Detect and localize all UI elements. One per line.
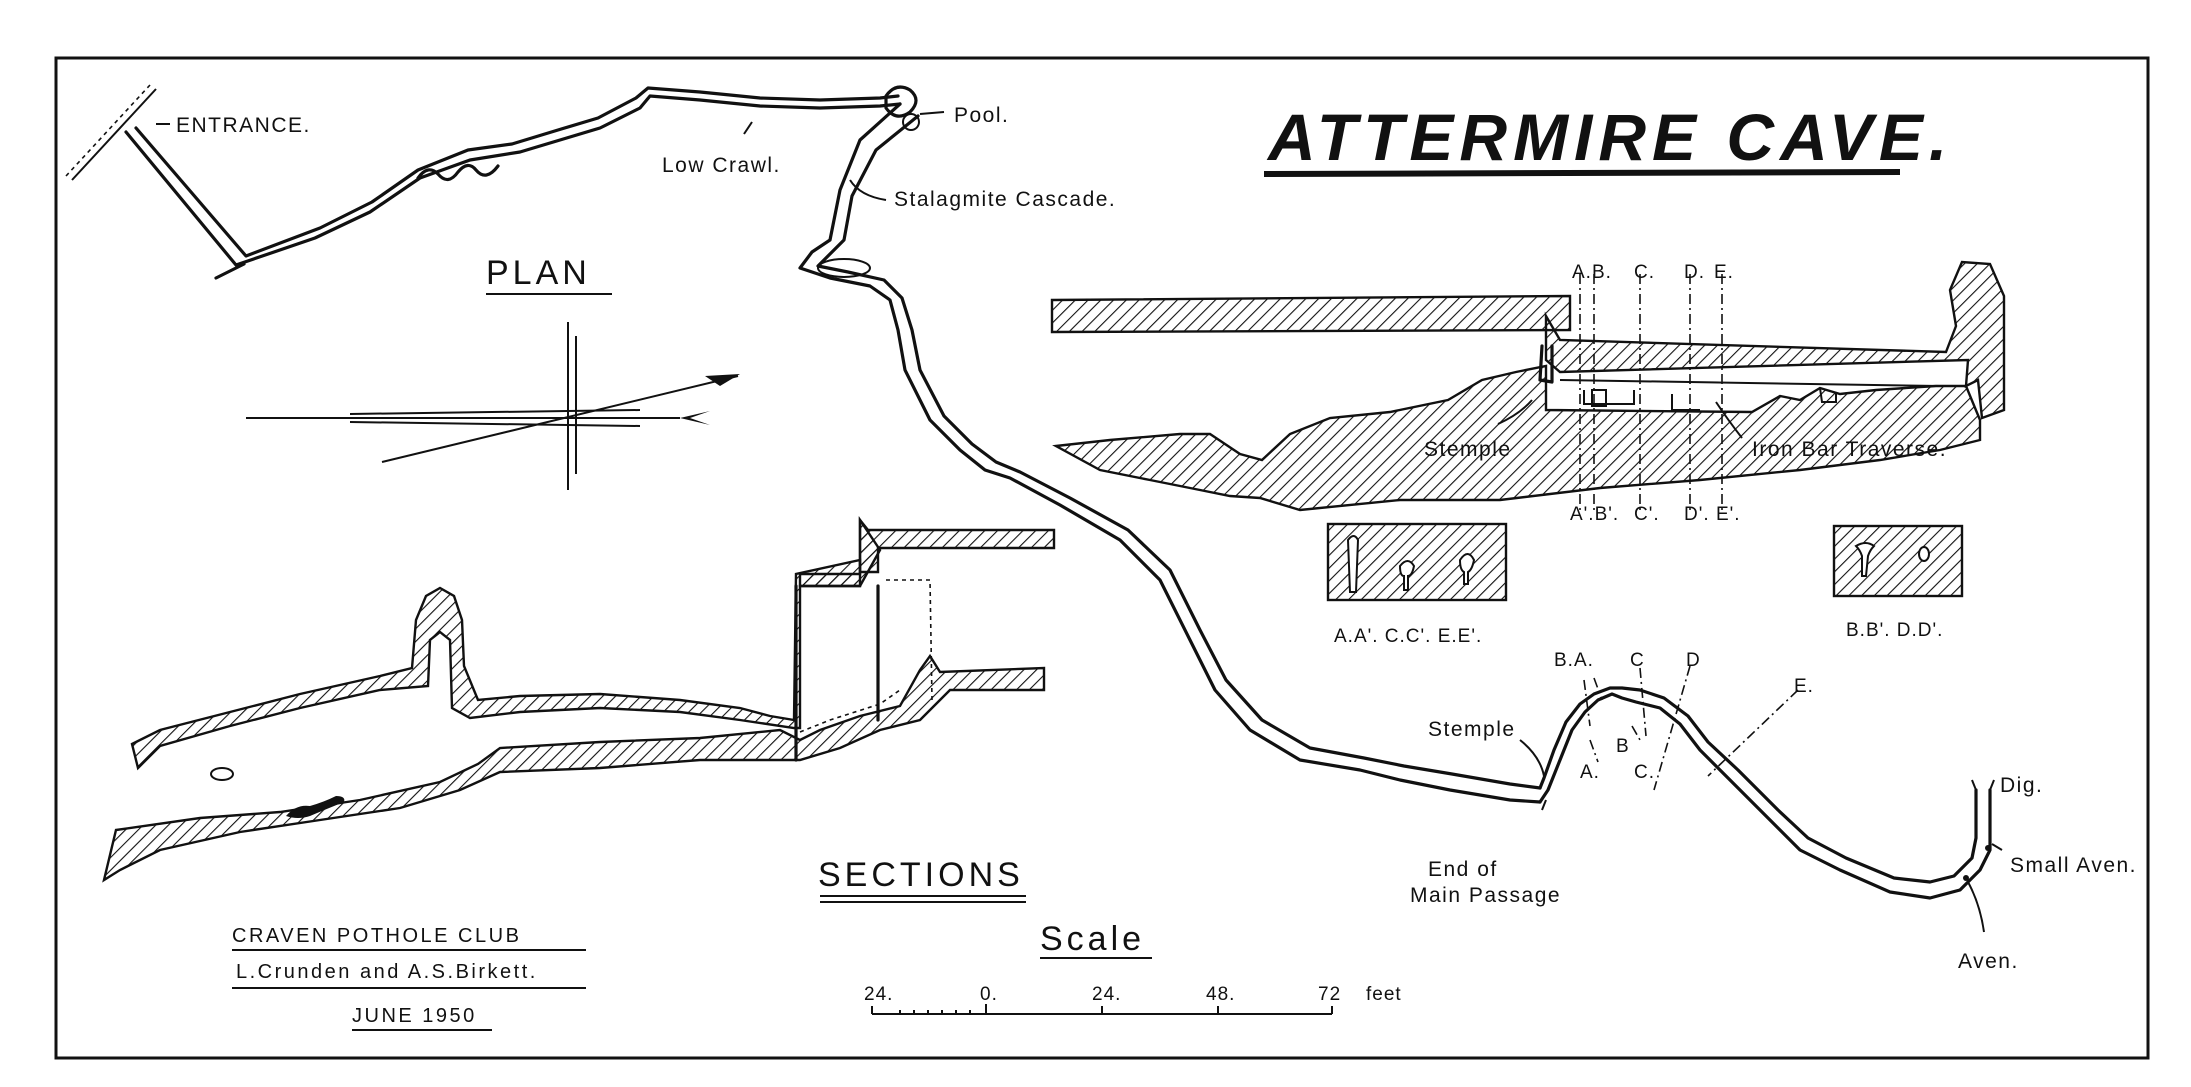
mark-c: C [1630, 650, 1645, 671]
long-section [1050, 260, 2006, 512]
plan-pointers [156, 111, 2003, 933]
cross-section-caption-1: A.A'. C.C'. E.E'. [1334, 626, 1482, 647]
label-iron-bar: Iron Bar Traverse. [1752, 438, 1947, 461]
mark-a-prime: A. [1580, 762, 1600, 783]
mark-b: B [1616, 736, 1630, 757]
map-border [54, 56, 2150, 1060]
mark-d: D [1686, 650, 1701, 671]
credit-authors: L.Crunden and A.S.Birkett. [236, 961, 538, 983]
mark-ba: B.A. [1554, 650, 1594, 671]
credit-date: JUNE 1950 [352, 1005, 477, 1027]
label-small-aven: Small Aven. [2010, 854, 2137, 877]
label-pool: Pool. [954, 104, 1009, 127]
credit-club: CRAVEN POTHOLE CLUB [232, 925, 521, 947]
section-mark-c: C. [1634, 262, 1655, 283]
scale-heading: Scale [1040, 920, 1145, 958]
section-mark-e-prime: E'. [1716, 504, 1741, 525]
sections-heading: SECTIONS [818, 856, 1024, 894]
label-aven: Aven. [1958, 950, 2019, 973]
scale-tick-4: 48. [1206, 984, 1235, 1005]
label-end-main-2: Main Passage [1410, 884, 1561, 907]
section-mark-d: D. [1684, 262, 1705, 283]
scale-tick-1: 24. [864, 984, 893, 1005]
plan-passage [65, 84, 1995, 900]
section-mark-e: E. [1714, 262, 1734, 283]
section-mark-d-prime: D'. [1684, 504, 1710, 525]
scale-tick-5: 72 [1318, 984, 1341, 1005]
title-underline [1263, 169, 1901, 177]
scale-tick-3: 24. [1092, 984, 1121, 1005]
cross-section-caption-2: B.B'. D.D'. [1846, 620, 1943, 641]
sections-drawing [102, 516, 1056, 883]
mark-c-prime: C. [1634, 762, 1655, 783]
label-entrance: ENTRANCE. [176, 114, 311, 137]
label-stemple-section: Stemple [1424, 438, 1512, 461]
label-stemple-plan: Stemple [1428, 718, 1516, 741]
cross-section-blocks [1326, 522, 1964, 602]
section-mark-ab: A.B. [1572, 262, 1612, 283]
scale-bar: 24. 0. 24. 48. 72 feet [864, 984, 1402, 1015]
north-arrow-icon [246, 322, 740, 490]
section-mark-c-prime: C'. [1634, 504, 1660, 525]
label-stalagmite-cascade: Stalagmite Cascade. [894, 188, 1116, 211]
map-title: ATTERMIRE CAVE. [1266, 100, 1953, 174]
plan-heading: PLAN [486, 254, 591, 292]
label-dig: Dig. [2000, 774, 2043, 797]
label-end-main-1: End of [1428, 858, 1498, 881]
mark-e: E. [1794, 676, 1814, 697]
scale-tick-2: 0. [980, 984, 998, 1005]
section-mark-ab-prime: A'.B'. [1570, 504, 1619, 525]
label-low-crawl: Low Crawl. [662, 154, 781, 177]
scale-unit: feet [1366, 984, 1402, 1005]
